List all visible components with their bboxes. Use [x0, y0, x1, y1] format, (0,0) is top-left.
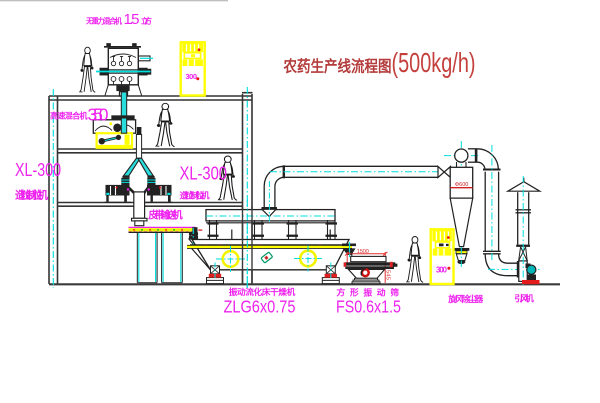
svg-text:300: 300	[436, 266, 448, 275]
svg-text:350: 350	[88, 105, 109, 125]
svg-text:引风机: 引风机	[514, 293, 534, 304]
svg-text:高速混合机: 高速混合机	[50, 111, 88, 121]
svg-text:Φ600: Φ600	[455, 182, 469, 188]
svg-text:XL-300: XL-300	[180, 163, 228, 183]
svg-text:(500kg/h): (500kg/h)	[392, 47, 476, 78]
svg-text:XL-300: XL-300	[15, 160, 61, 180]
svg-text:无重力混合机: 无重力混合机	[85, 16, 123, 25]
svg-text:300: 300	[186, 72, 198, 81]
svg-text:立方: 立方	[141, 16, 153, 26]
svg-text:皮带输送机: 皮带输送机	[147, 208, 182, 221]
svg-text:造粒制粒机: 造粒制粒机	[180, 189, 210, 200]
svg-text:FS0.6x1.5: FS0.6x1.5	[336, 297, 401, 317]
svg-text:ZLG6x0.75: ZLG6x0.75	[224, 297, 296, 317]
svg-text:农药生产线流程图: 农药生产线流程图	[283, 57, 392, 76]
svg-text:旋风除尘器: 旋风除尘器	[447, 293, 483, 304]
svg-text:1500: 1500	[357, 249, 369, 255]
svg-text:545: 545	[385, 270, 391, 280]
svg-text:1.5: 1.5	[124, 11, 140, 28]
svg-text:振动流化床干燥机: 振动流化床干燥机	[229, 286, 296, 297]
svg-text:方形振动筛: 方形振动筛	[337, 287, 400, 298]
svg-text:造粒制粒机: 造粒制粒机	[15, 188, 49, 201]
